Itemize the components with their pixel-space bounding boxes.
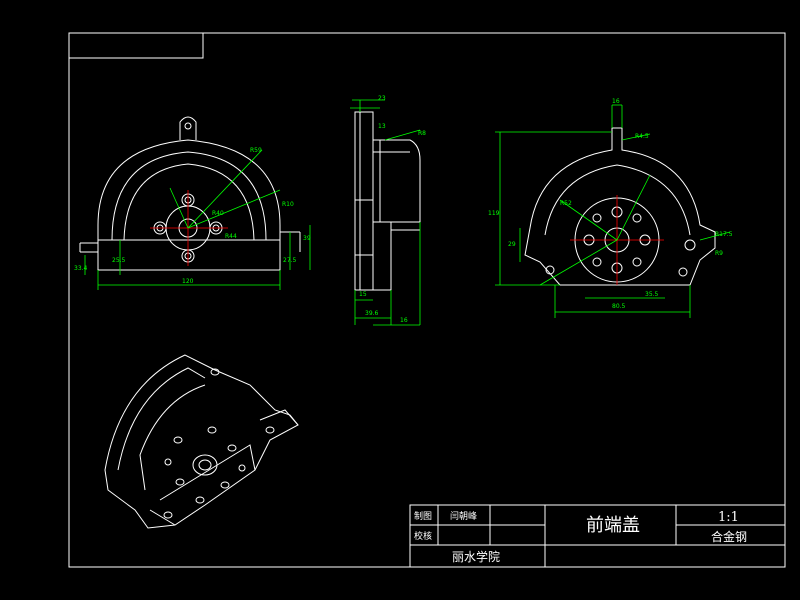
dim-right-4: R17.5 (715, 231, 733, 238)
drawn-by-label: 制图 (414, 510, 432, 522)
dim-front-1: R40 (212, 210, 224, 217)
dim-right-6: R9 (715, 250, 723, 257)
dim-right-5: 29 (508, 241, 516, 248)
dim-front-3: R10 (282, 201, 294, 208)
sheet-border (68, 32, 786, 568)
dim-side-3: 15 (359, 291, 367, 298)
dim-right-0: 16 (612, 98, 620, 105)
right-view-dimension-text: 16 R4.5 119 R52 R17.5 29 R9 80.5 35.5 (488, 98, 733, 310)
dim-right-2: 119 (488, 210, 500, 217)
scale-value: 1:1 (718, 510, 739, 525)
dim-right-3: R52 (560, 200, 572, 207)
right-view-dimensions (495, 104, 731, 318)
title-block-text: 制图 闫朝峰 校核 前端盖 1:1 合金钢 丽水学院 (414, 510, 747, 564)
right-view (524, 127, 716, 286)
dim-side-0: 23 (378, 95, 386, 102)
dim-front-2: R59 (250, 147, 262, 154)
side-view (354, 111, 421, 291)
dim-front-8: 33.4 (74, 265, 88, 272)
isometric-view (104, 354, 299, 529)
dim-front-7: 25.5 (112, 257, 126, 264)
dim-right-1: R4.5 (635, 133, 649, 140)
school-name: 丽水学院 (452, 549, 500, 564)
dim-front-0: 120 (182, 278, 194, 285)
checked-by-label: 校核 (414, 530, 432, 542)
side-view-dimensions (350, 99, 421, 326)
front-view (79, 116, 301, 271)
corner-label-box (68, 32, 204, 59)
part-name: 前端盖 (586, 515, 640, 536)
dim-front-5: 39 (303, 235, 311, 242)
drawn-by-name: 闫朝峰 (450, 510, 477, 522)
dim-side-1: 13 (378, 123, 386, 130)
dim-front-4: R44 (225, 233, 237, 240)
front-view-dimensions (84, 149, 311, 290)
dim-side-2: R8 (418, 130, 426, 137)
title-block (409, 504, 786, 568)
dim-front-6: 27.5 (283, 257, 297, 264)
dim-right-7: 80.5 (612, 303, 626, 310)
dim-right-8: 35.5 (645, 291, 659, 298)
dim-side-4: 39.6 (365, 310, 379, 317)
side-view-dimension-text: 23 13 R8 15 39.6 16 (359, 95, 426, 324)
dim-side-5: 16 (400, 317, 408, 324)
material-value: 合金钢 (711, 529, 747, 544)
front-view-dimension-text: 120 R40 R59 R10 R44 39 27.5 25.5 33.4 (74, 147, 311, 285)
